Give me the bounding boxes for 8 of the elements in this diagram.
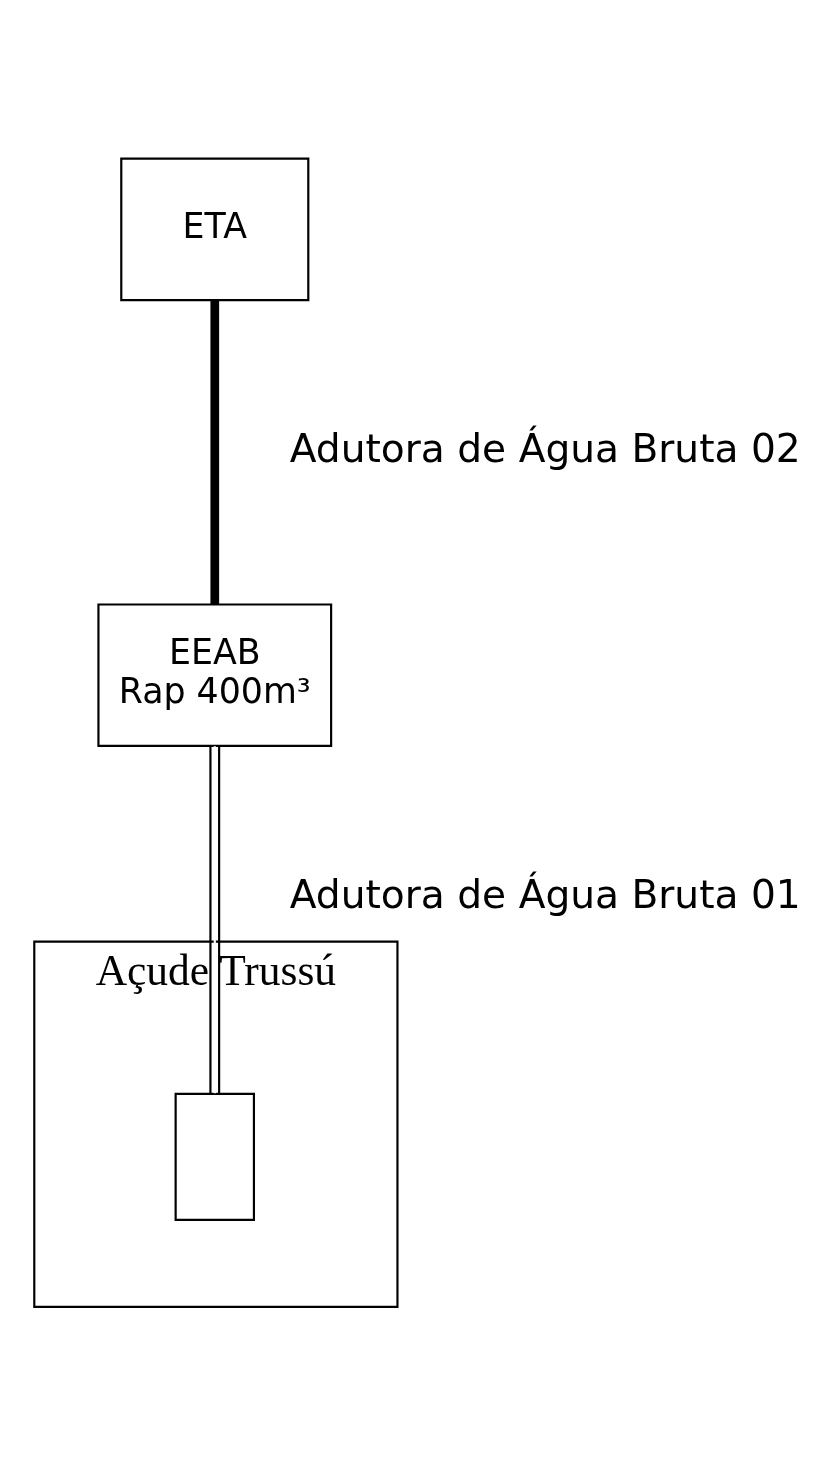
node-box: EEAB Rap 400m³ [97,603,333,747]
node-box: ETA [120,157,310,302]
connector [209,746,221,1094]
edge-label: Adutora de Água Bruta 02 [289,425,801,471]
node-box [174,1092,255,1221]
edge-label: Adutora de Água Bruta 01 [289,871,801,917]
connector [210,300,220,604]
cluster: Açude Trussú [33,940,399,1308]
